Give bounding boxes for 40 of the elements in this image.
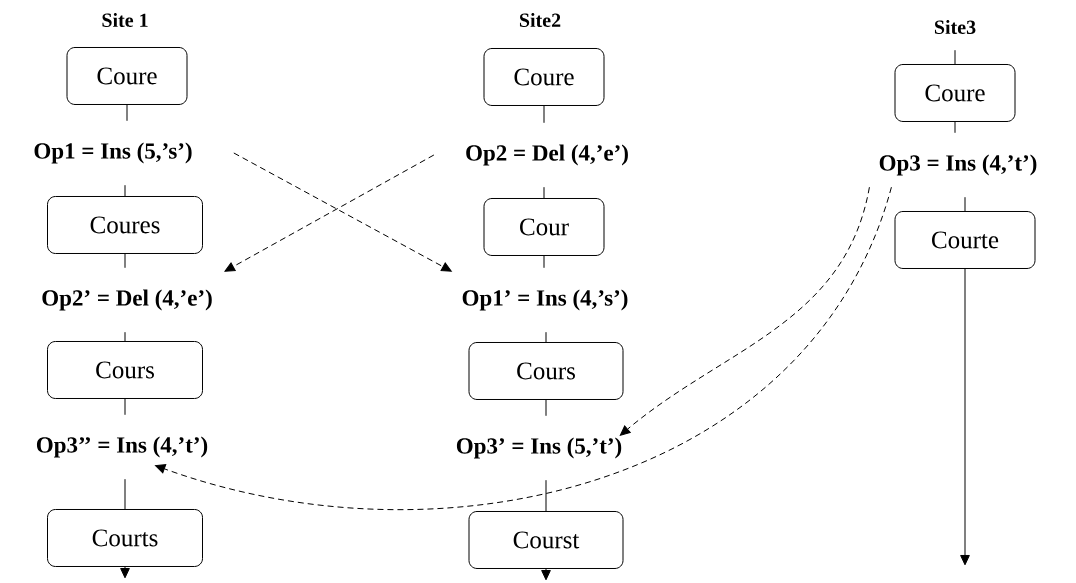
operation-label: Op3’ = Ins (5,’t’) (456, 437, 622, 459)
state-box: Courts (47, 509, 203, 567)
connector-line (954, 49, 956, 65)
state-box: Cours (47, 341, 203, 399)
site-heading: Site 1 (102, 12, 148, 27)
state-box: Courst (468, 511, 624, 569)
connector-line (954, 121, 956, 134)
connector-line (124, 253, 126, 269)
state-box: Coure (66, 47, 188, 105)
operation-label: Op3 = Ins (4,’t’) (879, 154, 1037, 176)
state-box: Coure (894, 64, 1016, 122)
operation-label: Op1’ = Ins (4,’s’) (462, 289, 628, 311)
operation-label: Op2 = Del (4,’e’) (466, 144, 628, 166)
site-heading: Site3 (934, 19, 976, 34)
state-box: Courte (894, 211, 1036, 269)
connector-line (545, 399, 547, 417)
state-box: Cour (483, 198, 605, 256)
state-box: Coure (483, 48, 605, 106)
operation-label: Op3’’ = Ins (4,’t’) (36, 436, 208, 458)
timeline-arrow (120, 566, 130, 579)
timeline-arrow (960, 268, 970, 566)
connector-line (964, 196, 966, 212)
site-heading: Site2 (519, 12, 561, 27)
connector-line (124, 478, 126, 510)
dashed-arrow (619, 186, 870, 436)
connector-line (543, 255, 545, 269)
connector-line (545, 331, 547, 343)
timeline-arrow (541, 568, 551, 581)
connector-line (545, 479, 547, 512)
connector-line (124, 331, 126, 342)
state-box: Coures (47, 196, 203, 254)
connector-line (543, 186, 545, 199)
connector-line (543, 105, 545, 124)
dashed-arrow (155, 186, 892, 510)
state-box: Cours (468, 342, 624, 400)
connector-line (124, 398, 126, 416)
operation-label: Op2’ = Del (4,’e’) (42, 289, 212, 311)
connector-line (126, 104, 128, 122)
connector-line (124, 184, 126, 197)
operation-label: Op1 = Ins (5,’s’) (34, 142, 192, 164)
